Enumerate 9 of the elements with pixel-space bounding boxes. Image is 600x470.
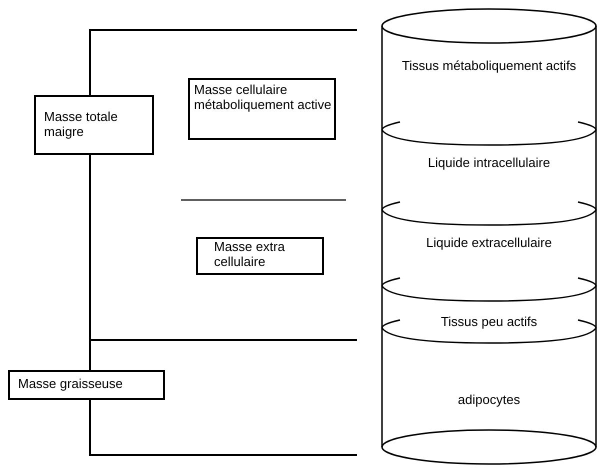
label-box: Masse totale maigre: [34, 95, 154, 155]
layer-label: Tissus peu actifs: [440, 314, 538, 330]
layer-label: Liquide intracellulaire: [426, 155, 552, 171]
layer-label: Liquide extracellulaire: [425, 235, 553, 251]
label-box: Masse cellulaire métaboliquement active: [188, 78, 336, 140]
layer-label: Tissus métaboliquement actifs: [400, 58, 578, 74]
layer-label: adipocytes: [456, 392, 522, 408]
label-box: Masse extra cellulaire: [196, 237, 324, 275]
label-box: Masse graisseuse: [8, 370, 165, 400]
